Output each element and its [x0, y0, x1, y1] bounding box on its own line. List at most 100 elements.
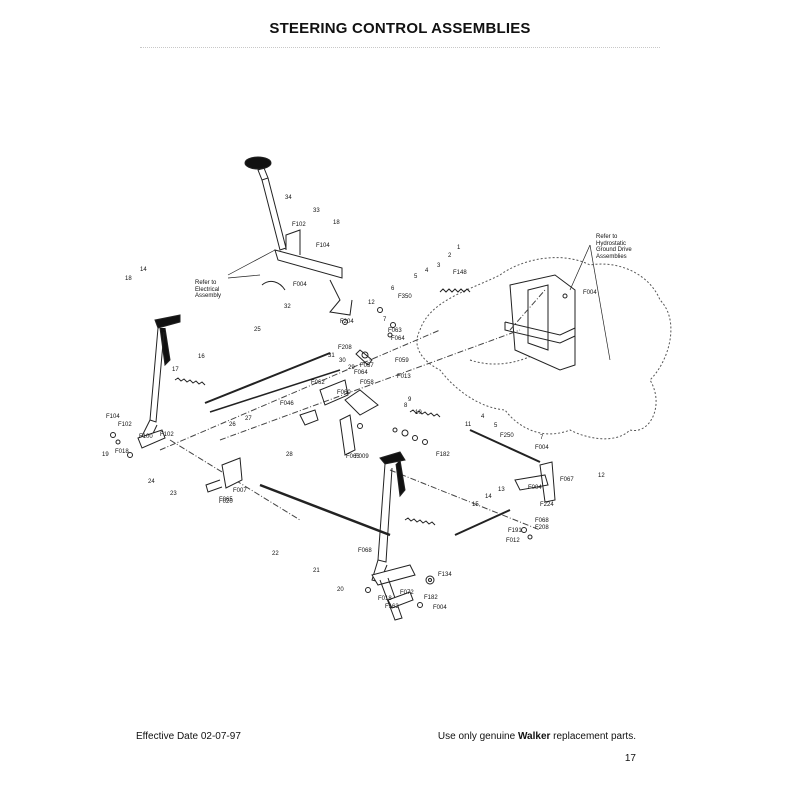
- part-label: 5: [494, 423, 498, 429]
- part-label: 14: [485, 494, 492, 500]
- part-label: F004: [583, 290, 597, 296]
- footer-note-suffix: replacement parts.: [550, 731, 636, 742]
- part-label: F004: [293, 282, 307, 288]
- effective-date: Effective Date 02-07-97: [136, 731, 241, 742]
- control-rod-right: [454, 509, 511, 536]
- part-label: F208: [535, 525, 549, 531]
- part-label: 7: [383, 317, 387, 323]
- part-label: 22: [272, 551, 279, 557]
- part-label: F163: [385, 604, 399, 610]
- part-label: 17: [172, 367, 179, 373]
- tie-rod-right: [469, 429, 541, 463]
- part-label: F250: [500, 433, 514, 439]
- steering-control-parts-diagram: Refer to Hydrostatic Ground Drive Assemb…: [0, 60, 800, 700]
- page-title: STEERING CONTROL ASSEMBLIES: [269, 20, 531, 37]
- part-label: 26: [229, 422, 236, 428]
- part-label: F009: [355, 454, 369, 460]
- part-label: F102: [160, 432, 174, 438]
- page-number: 17: [624, 753, 636, 764]
- footer-note: Use only genuine Walker replacement part…: [438, 731, 636, 742]
- part-label: F068: [358, 548, 372, 554]
- part-label: F064: [354, 370, 368, 376]
- part-label: F020: [219, 499, 233, 505]
- part-label: F182: [436, 452, 450, 458]
- title-divider: [140, 47, 660, 48]
- left-steering-handle: [137, 314, 181, 449]
- spring-lower: [404, 517, 436, 526]
- part-label: F102: [118, 422, 132, 428]
- hardware-fasteners: [110, 307, 533, 608]
- part-label: 5: [414, 274, 418, 280]
- part-label: 33: [313, 208, 320, 214]
- part-label: F004: [433, 605, 447, 611]
- part-label: 18: [125, 276, 132, 282]
- part-label: F204: [340, 319, 354, 325]
- electrical-reference-note: Refer to Electrical Assembly: [195, 280, 222, 299]
- part-label: 27: [245, 416, 252, 422]
- lower-left-linkage: [205, 457, 243, 493]
- part-label: 9: [408, 397, 412, 403]
- part-label: 8: [404, 403, 408, 409]
- part-label: F065: [219, 497, 233, 503]
- part-label: F134: [438, 572, 452, 578]
- part-label: 19: [102, 452, 109, 458]
- spring-middle: [409, 409, 441, 418]
- control-rod-mid: [209, 369, 341, 413]
- brand-name: Walker: [517, 731, 551, 742]
- spring-left: [174, 377, 206, 386]
- control-rod-long: [259, 483, 391, 537]
- part-label: 6: [391, 286, 395, 292]
- part-label: 24: [148, 479, 155, 485]
- lower-handle-base: [379, 575, 435, 621]
- part-label: 4: [481, 414, 485, 420]
- part-label: F102: [292, 222, 306, 228]
- part-label: 15: [472, 502, 479, 508]
- part-label: F058: [360, 380, 374, 386]
- part-label: F062: [311, 380, 325, 386]
- part-label: 3: [437, 263, 441, 269]
- part-label: F148: [453, 270, 467, 276]
- part-label: 7: [540, 435, 544, 441]
- part-label: F063: [388, 328, 402, 334]
- exploded-view-drawing: [110, 156, 672, 621]
- part-label: F208: [338, 345, 352, 351]
- speed-control-lever: [244, 156, 353, 316]
- part-label: F068: [535, 518, 549, 524]
- spring-upper: [439, 288, 471, 293]
- part-label: 12: [368, 300, 375, 306]
- part-label: 21: [313, 568, 320, 574]
- part-label: F004: [528, 485, 542, 491]
- part-label: 23: [170, 491, 177, 497]
- part-label: F064: [391, 336, 405, 342]
- part-label: F191: [508, 528, 522, 534]
- part-label: 18: [333, 220, 340, 226]
- part-label: 29: [348, 365, 355, 371]
- bellcrank-assembly: [299, 349, 379, 456]
- part-label: 16: [198, 354, 205, 360]
- part-label: 14: [140, 267, 147, 273]
- engine-outline: [416, 257, 672, 440]
- part-label: 34: [285, 195, 292, 201]
- part-label: F046: [280, 401, 294, 407]
- part-label: F018: [115, 449, 129, 455]
- part-label: 20: [337, 587, 344, 593]
- part-label: F004: [535, 445, 549, 451]
- part-label: F063: [346, 454, 360, 460]
- part-label: 30: [339, 358, 346, 364]
- part-label: F013: [397, 374, 411, 380]
- part-label: F224: [540, 502, 554, 508]
- part-label: F012: [506, 538, 520, 544]
- part-label: F060: [337, 390, 351, 396]
- footer-note-prefix: Use only genuine: [437, 731, 518, 742]
- part-label: 10: [415, 410, 422, 416]
- part-label: 11: [465, 422, 472, 428]
- hydrostatic-bracket: [504, 274, 576, 371]
- hydrostatic-reference-note: Refer to Hydrostatic Ground Drive Assemb…: [596, 234, 632, 260]
- part-label: 28: [286, 452, 293, 458]
- part-label: 32: [284, 304, 291, 310]
- part-label: 13: [498, 487, 505, 493]
- part-label: F100: [139, 434, 153, 440]
- part-label: 12: [598, 473, 605, 479]
- right-linkage-bracket: [514, 461, 556, 503]
- part-label: F067: [560, 477, 574, 483]
